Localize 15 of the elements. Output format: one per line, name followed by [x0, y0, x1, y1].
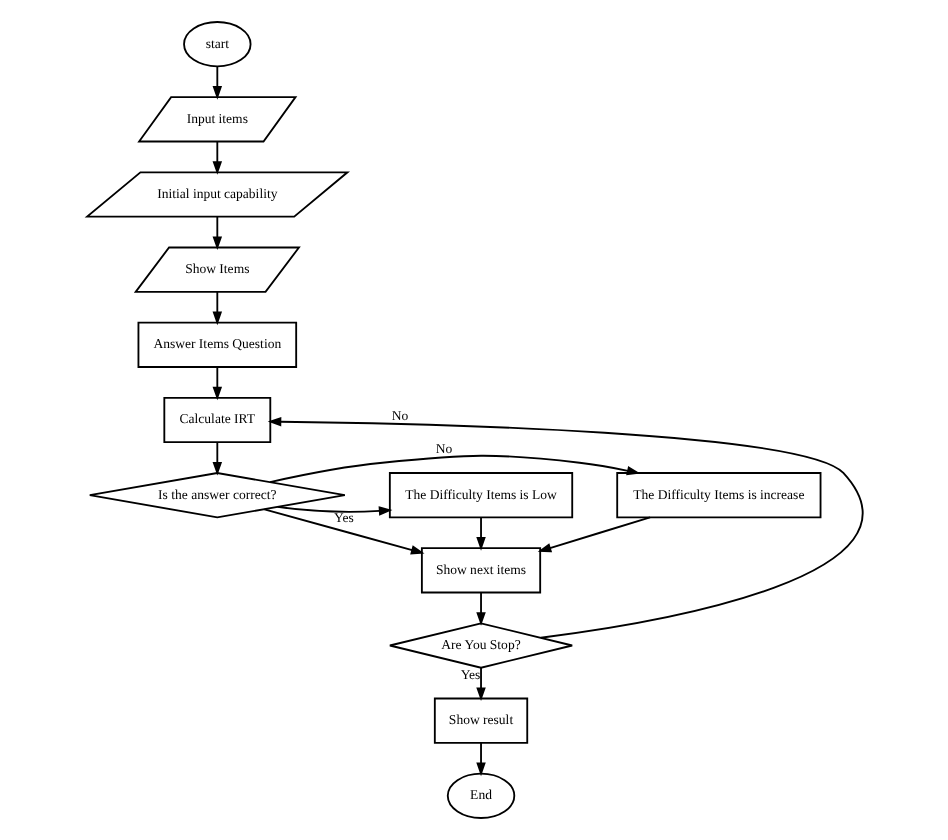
arrow [211, 441, 222, 476]
arrow [211, 140, 222, 175]
arrow [211, 291, 222, 326]
arrow [266, 416, 863, 639]
arrow [211, 366, 222, 401]
arrow [475, 516, 485, 551]
arrow [262, 508, 424, 555]
arrow [211, 215, 222, 250]
arrow [475, 666, 485, 702]
arrow [475, 742, 485, 777]
arrow [536, 516, 650, 553]
arrow [275, 505, 392, 516]
arrow [475, 591, 485, 626]
arrow [268, 454, 640, 483]
arrow [211, 65, 222, 100]
